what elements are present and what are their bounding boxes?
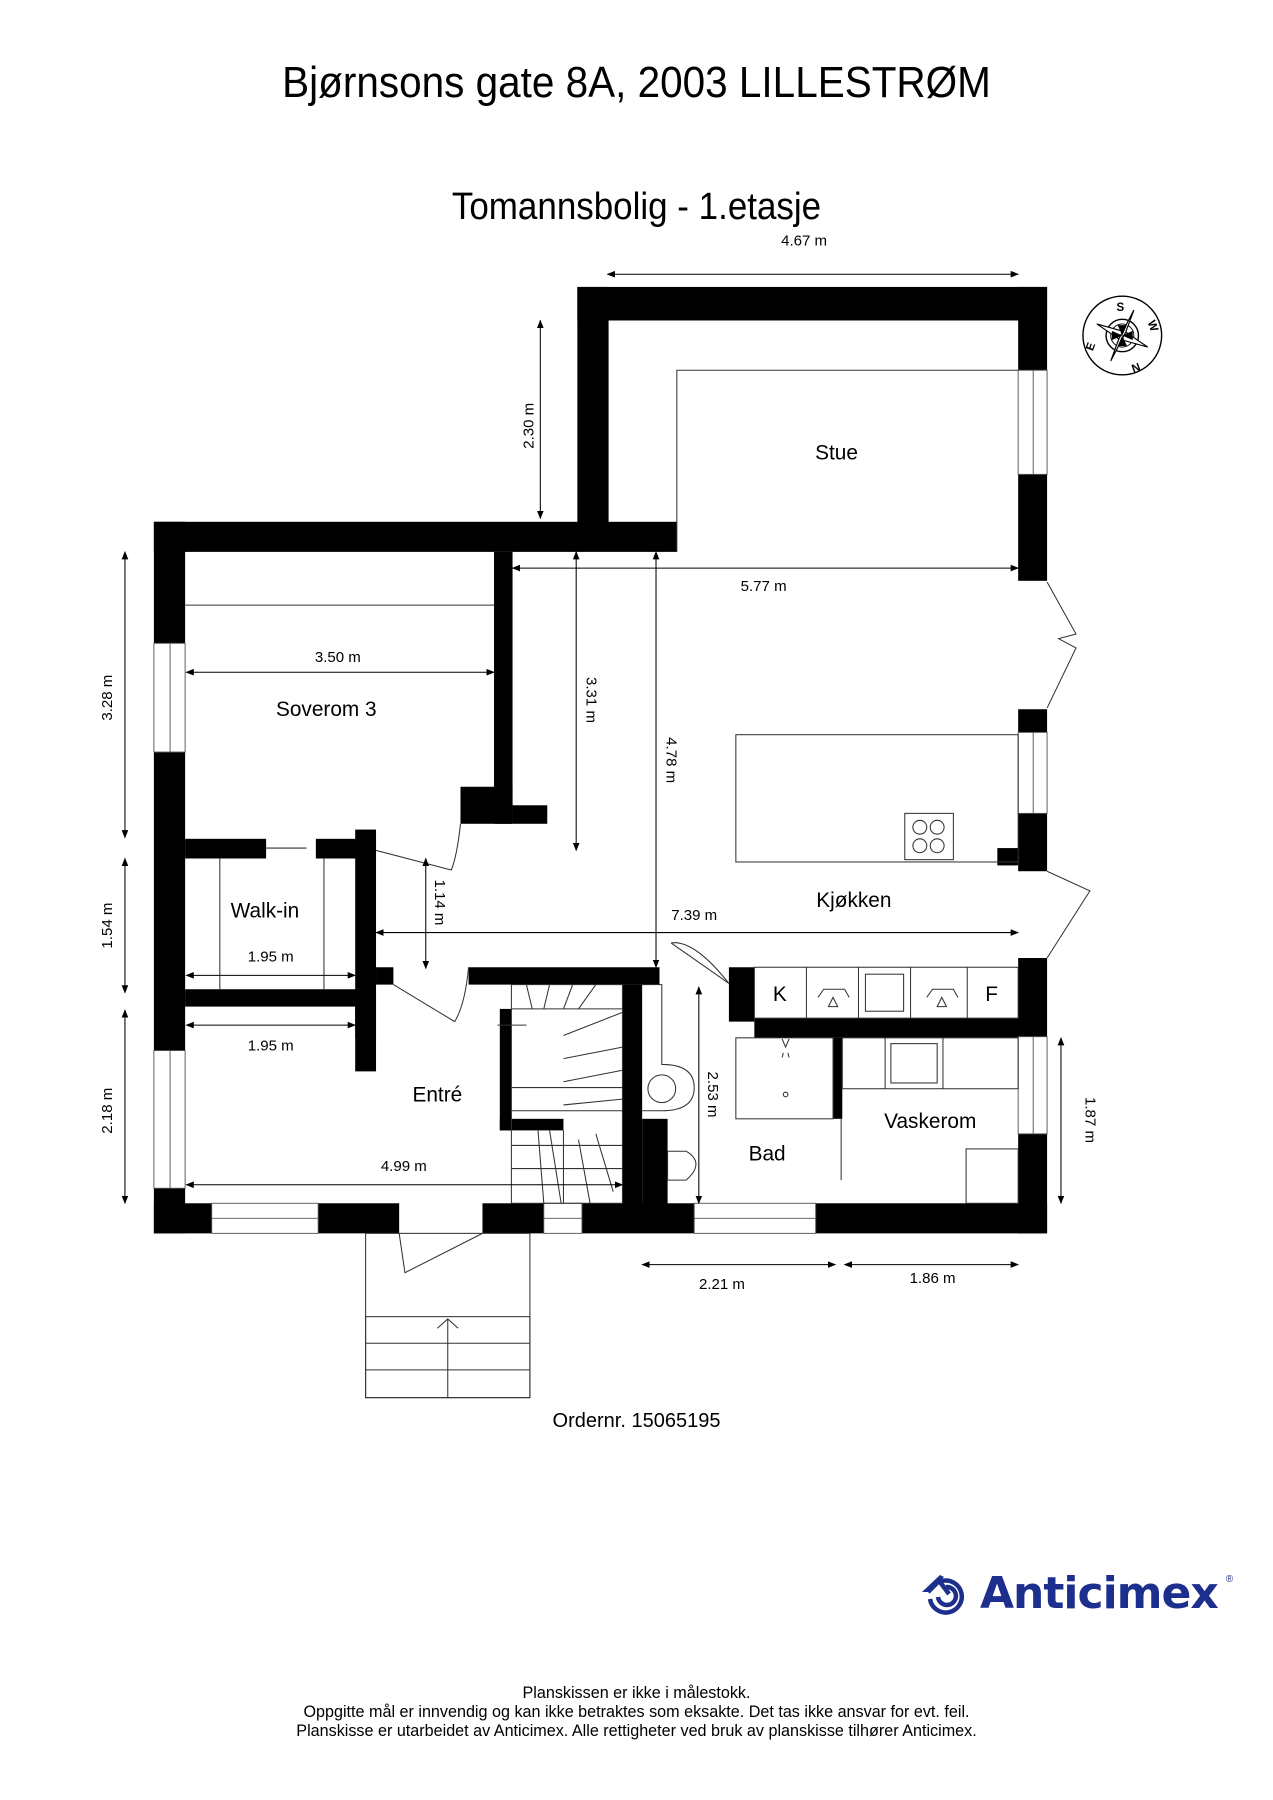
compass-east: E	[1084, 341, 1098, 353]
room-label-vaskerom: Vaskerom	[884, 1110, 976, 1133]
windows	[153, 369, 1048, 1234]
floor-subtitle: Tomannsbolig - 1.etasje	[451, 186, 822, 228]
room-label-soverom3: Soverom 3	[276, 698, 377, 721]
disclaimer-line-3: Planskisse er utarbeidet av Anticimex. A…	[296, 1721, 977, 1740]
address-title: Bjørnsons gate 8A, 2003 LILLESTRØM	[282, 58, 991, 107]
appliance-fridge-k: K	[773, 983, 787, 1006]
disclaimer-line-2: Oppgitte mål er innvendig og kan ikke be…	[303, 1702, 970, 1721]
dim-kitchen-depth-b: 4.78 m	[662, 737, 679, 783]
dim-entre-height: 2.18 m	[99, 1088, 116, 1134]
dim-entre-closet-width: 1.95 m	[248, 1038, 294, 1055]
dimension-lines	[121, 270, 1065, 1268]
order-number: Ordernr. 15065195	[552, 1410, 721, 1432]
dim-vaskerom-width: 1.86 m	[910, 1270, 956, 1287]
disclaimer-line-1: Planskissen er ikke i målestokk.	[522, 1683, 751, 1702]
room-label-bad: Bad	[749, 1142, 786, 1165]
anticimex-wordmark: Anticimex	[980, 1567, 1219, 1619]
dim-kitchen-depth-a: 3.31 m	[583, 677, 600, 723]
compass-south: S	[1117, 302, 1125, 314]
room-label-walkin: Walk-in	[231, 900, 300, 923]
compass-icon: S W E N	[1082, 295, 1163, 376]
dim-living-width: 5.77 m	[741, 578, 787, 595]
dim-soverom-width: 3.50 m	[315, 649, 361, 666]
compass-north: N	[1130, 361, 1142, 375]
room-label-stue: Stue	[815, 441, 858, 464]
dim-walkin-width: 1.95 m	[248, 948, 294, 965]
dim-soverom-height: 3.28 m	[99, 675, 116, 721]
dim-walkin-height: 1.54 m	[99, 903, 116, 949]
disclaimer: Planskissen er ikke i målestokk. Oppgitt…	[0, 1683, 1273, 1740]
registered-mark: ®	[1225, 1574, 1234, 1585]
dim-kitchen-length: 7.39 m	[671, 907, 717, 924]
compass-west: W	[1145, 319, 1160, 333]
fixtures	[185, 369, 1091, 1399]
dim-stue-depth: 2.30 m	[520, 403, 537, 449]
anticimex-logo-icon	[922, 1575, 965, 1615]
dim-entre-width: 4.99 m	[381, 1158, 427, 1175]
dim-bad-height: 2.53 m	[704, 1072, 721, 1118]
dim-bad-width: 2.21 m	[699, 1276, 745, 1293]
dim-stue-width: 4.67 m	[781, 232, 827, 249]
room-label-entre: Entré	[412, 1083, 462, 1106]
appliance-freezer-f: F	[985, 983, 998, 1006]
room-label-kjokken: Kjøkken	[816, 889, 891, 912]
walls	[153, 286, 1048, 1234]
dim-hall-width: 1.14 m	[431, 879, 448, 925]
anticimex-logo: Anticimex ®	[920, 1567, 1234, 1619]
dim-vaskerom-height: 1.87 m	[1081, 1097, 1098, 1143]
